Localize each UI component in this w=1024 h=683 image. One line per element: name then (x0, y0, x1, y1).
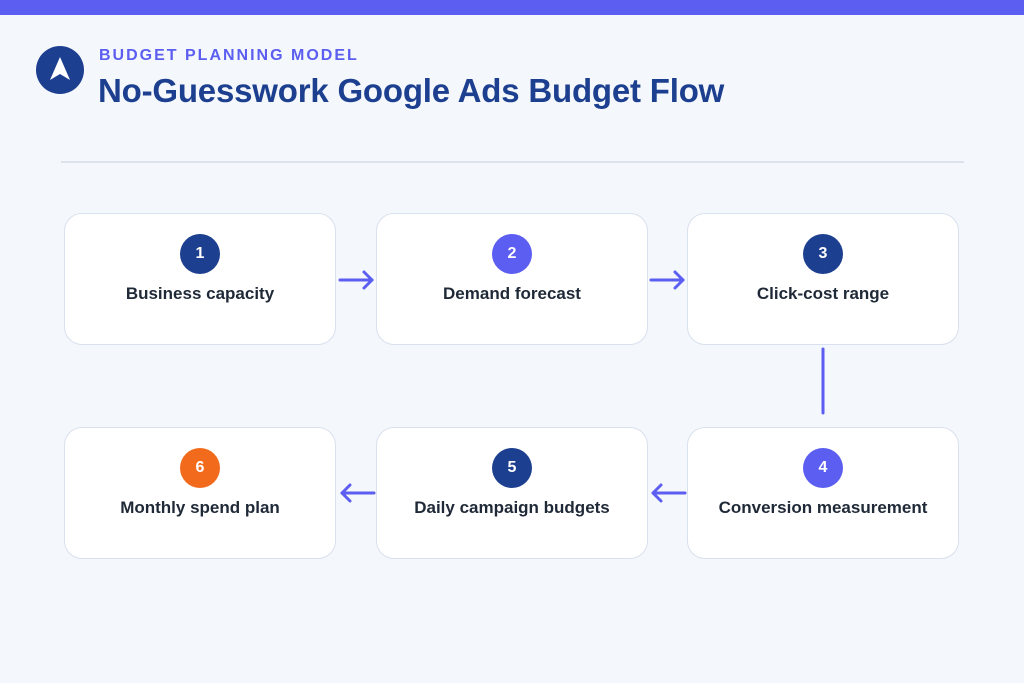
arrow-right-icon (338, 270, 374, 290)
step-card-2: 2 Demand forecast (376, 213, 648, 345)
step-card-1: 1 Business capacity (64, 213, 336, 345)
step-label: Monthly spend plan (120, 498, 280, 517)
header-divider (61, 161, 964, 163)
step-label: Conversion measurement (718, 498, 928, 517)
arrow-right-icon (649, 270, 685, 290)
step-card-3: 3 Click-cost range (687, 213, 959, 345)
eyebrow-label: BUDGET PLANNING MODEL (99, 47, 359, 64)
step-label: Business capacity (125, 284, 275, 303)
top-accent-bar (0, 0, 1024, 15)
step-card-4: 4 Conversion measurement (687, 427, 959, 559)
vertical-connector-line (821, 347, 825, 415)
step-number-badge: 4 (803, 448, 843, 488)
step-card-5: 5 Daily campaign budgets (376, 427, 648, 559)
step-card-6: 6 Monthly spend plan (64, 427, 336, 559)
step-number-badge: 2 (492, 234, 532, 274)
step-number-badge: 5 (492, 448, 532, 488)
navigation-arrow-icon (36, 46, 84, 94)
step-label: Click-cost range (756, 284, 890, 303)
step-label: Daily campaign budgets (414, 498, 610, 517)
step-number-badge: 1 (180, 234, 220, 274)
step-number-badge: 3 (803, 234, 843, 274)
arrow-left-icon (651, 483, 687, 503)
page-title: No-Guesswork Google Ads Budget Flow (98, 72, 725, 109)
step-number-badge: 6 (180, 448, 220, 488)
arrow-left-icon (340, 483, 376, 503)
step-label: Demand forecast (443, 284, 581, 303)
